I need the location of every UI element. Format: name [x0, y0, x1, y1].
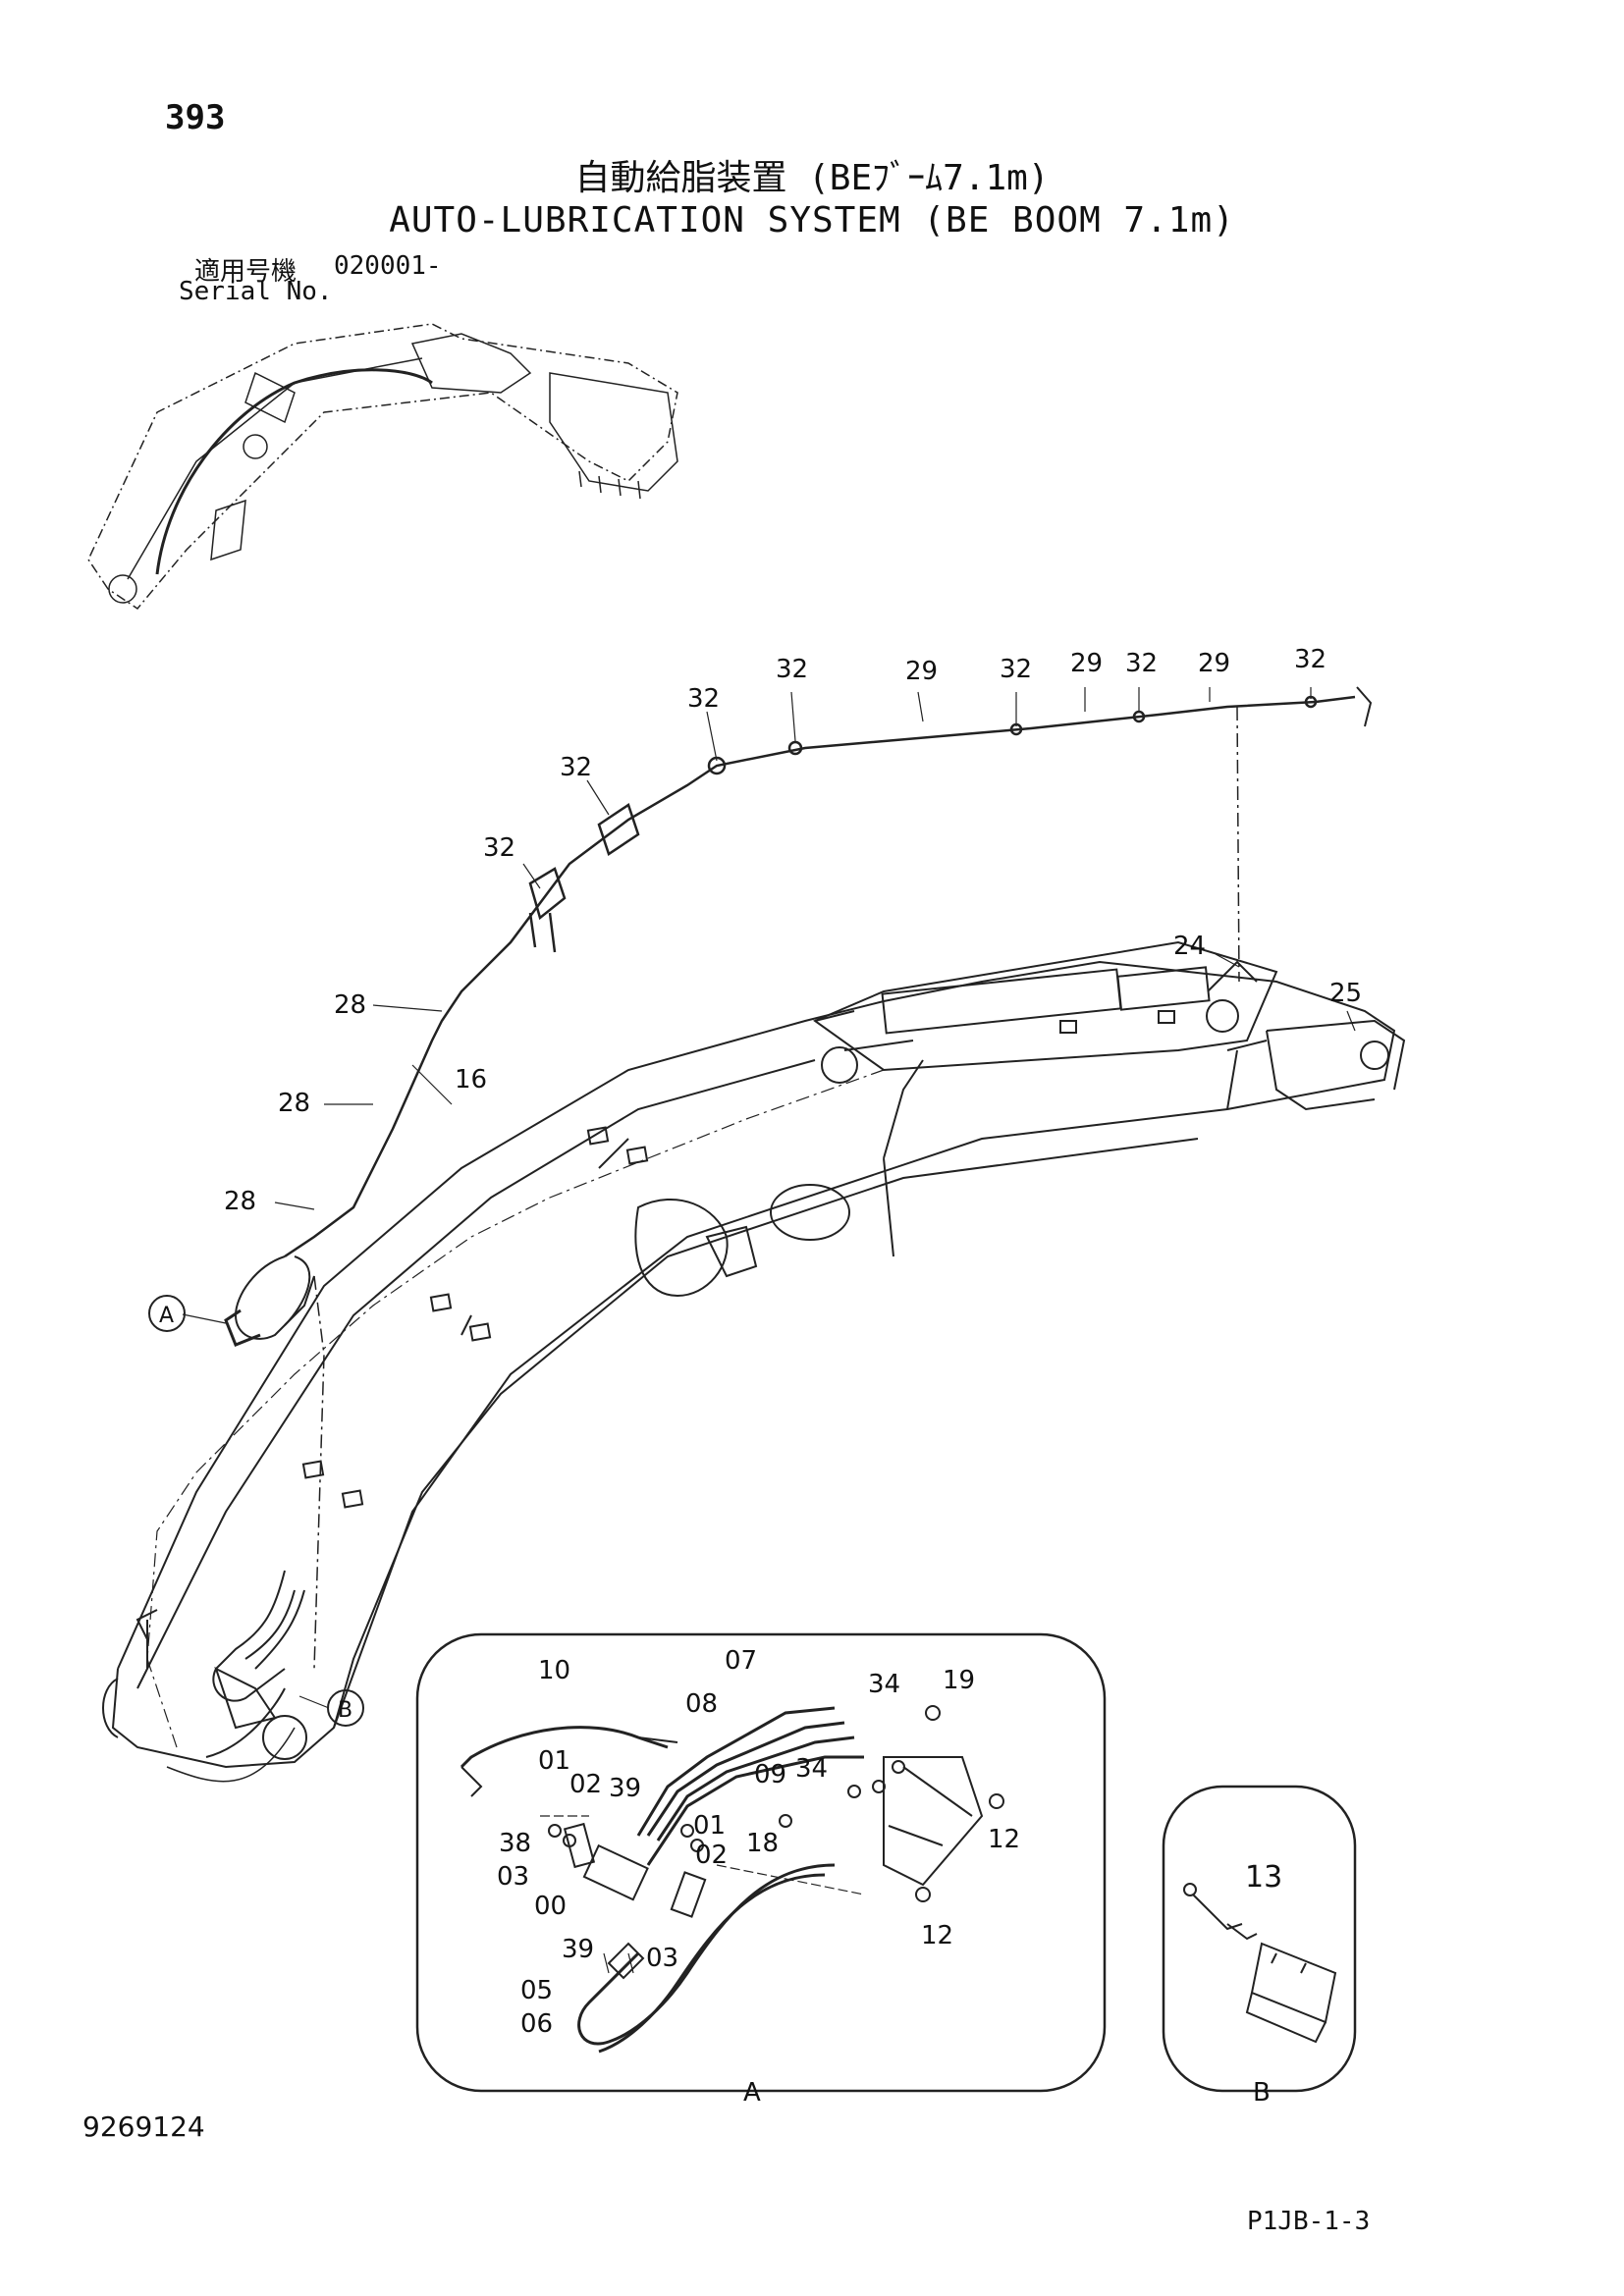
overview-thumbnail: [87, 323, 678, 610]
boom-outline: [102, 960, 1406, 1769]
callout-32: 32: [687, 684, 720, 714]
ref-circle-b: [327, 1689, 364, 1727]
detail-b-label: B: [1253, 2078, 1271, 2108]
detail-b-drawing: [1183, 1883, 1337, 2044]
callout-25: 25: [1329, 979, 1362, 1008]
document-number: 9269124: [82, 2110, 205, 2143]
title-japanese: 自動給脂装置 (BEﾌﾞｰﾑ7.1m): [574, 158, 1050, 198]
callout-28: 28: [334, 990, 366, 1020]
part-08: 08: [685, 1689, 718, 1719]
detail-b-callouts: 13 B: [1245, 1860, 1282, 2108]
serial-label-english: Serial No.: [179, 277, 333, 306]
serial-range: 020001-: [334, 251, 442, 281]
callout-29: 29: [1070, 649, 1103, 678]
part-13: 13: [1245, 1860, 1282, 1895]
part-01: 01: [538, 1746, 570, 1776]
callout-32: 32: [1125, 649, 1158, 678]
ref-label-b: B: [338, 1698, 352, 1723]
part-39: 39: [609, 1774, 641, 1803]
ref-label-a: A: [159, 1304, 174, 1328]
part-07: 07: [725, 1646, 757, 1676]
callout-32: 32: [560, 753, 592, 782]
part-12: 12: [921, 1921, 953, 1950]
part-10: 10: [538, 1656, 570, 1685]
part-34: 34: [795, 1754, 828, 1784]
part-19: 19: [943, 1666, 975, 1695]
callout-32: 32: [776, 655, 808, 684]
part-03: 03: [646, 1944, 678, 1973]
ref-circle-a: [148, 1295, 186, 1332]
part-34: 34: [868, 1670, 900, 1699]
lube-hose-main: [284, 686, 1373, 1258]
page-code: P1JB-1-3: [1247, 2207, 1371, 2236]
part-12: 12: [988, 1825, 1020, 1854]
callout-29: 29: [1198, 649, 1230, 678]
callout-32: 32: [1000, 655, 1032, 684]
serial-label-japanese: 適用号機: [194, 257, 298, 287]
detail-a-callouts: 10 07 08 34 19 01 02 39 09 34 01 02 18 1…: [497, 1646, 1020, 2108]
part-02: 02: [569, 1770, 602, 1799]
part-38: 38: [499, 1829, 531, 1858]
part-18: 18: [746, 1829, 779, 1858]
part-01: 01: [693, 1811, 726, 1841]
lube-hose-side: [146, 706, 1240, 1783]
callout-32: 32: [483, 833, 515, 863]
detail-b-frame: [1162, 1785, 1357, 2093]
main-callouts: 32 32 29 32 29 32 29 32 32 32 24 25 28 1…: [159, 645, 1362, 1723]
callout-32: 32: [1294, 645, 1326, 674]
callout-29: 29: [905, 657, 938, 686]
leader-lines: [182, 687, 1356, 1709]
callout-28: 28: [278, 1089, 310, 1118]
callout-24: 24: [1173, 932, 1206, 961]
part-02: 02: [695, 1841, 728, 1870]
part-09: 09: [754, 1760, 786, 1789]
part-06: 06: [520, 2009, 553, 2039]
page-number: 393: [165, 98, 226, 137]
title-english: AUTO-LUBRICATION SYSTEM (BE BOOM 7.1m): [389, 200, 1235, 240]
part-05: 05: [520, 1976, 553, 2005]
part-39: 39: [562, 1935, 594, 1964]
detail-a-label: A: [743, 2078, 761, 2108]
callout-28: 28: [224, 1187, 256, 1216]
callout-16: 16: [455, 1065, 487, 1095]
boom-cylinder: [812, 940, 1278, 1084]
part-00: 00: [534, 1892, 567, 1921]
part-03: 03: [497, 1862, 529, 1892]
detail-a-drawing: [460, 1705, 1004, 2054]
